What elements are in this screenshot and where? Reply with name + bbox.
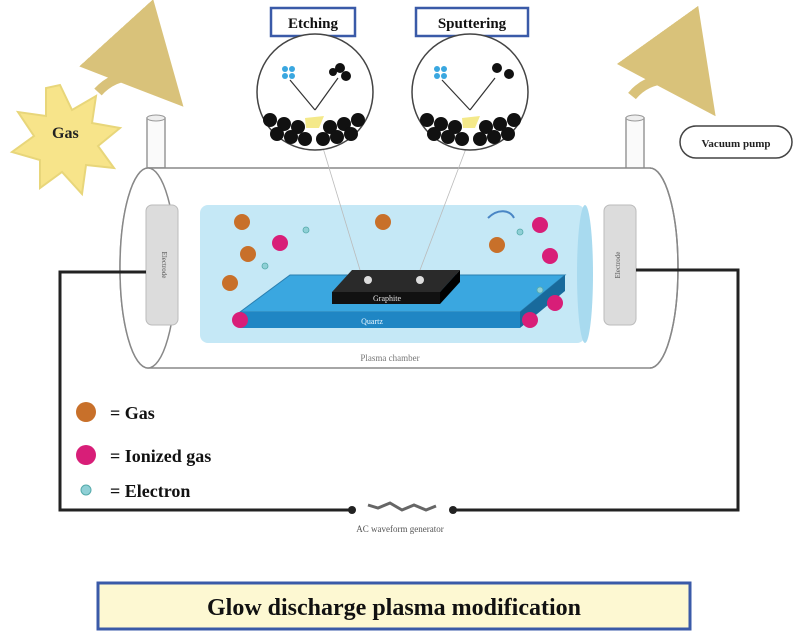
- title-frame: [96, 581, 692, 631]
- gas-source: Gas: [9, 0, 184, 197]
- right-wire: [455, 268, 740, 512]
- vacuum-pump-label: Vacuum pump: [702, 138, 771, 150]
- ac-generator-label: AC waveform generator: [356, 524, 443, 534]
- left-electrode-label: Electrode: [160, 252, 168, 279]
- gas-arrow-icon: [79, 0, 184, 107]
- gas-inlet-tube: [146, 117, 166, 169]
- etching-label: Etching: [288, 16, 339, 32]
- vacuum-pump-box: [679, 125, 793, 159]
- legend-ionized-icon: [76, 445, 96, 465]
- ac-generator-icon: [367, 501, 437, 512]
- ionized-gas-particles: [232, 217, 563, 328]
- sun-burst-icon: [9, 83, 123, 197]
- gas-particles: [222, 214, 505, 291]
- right-electrode: [603, 204, 637, 326]
- gas-source-label: Gas: [52, 125, 79, 142]
- legend-gas-text: = Gas: [110, 403, 155, 423]
- left-wire: [58, 270, 350, 512]
- etching-box: [269, 6, 357, 38]
- left-electrode: [145, 204, 179, 326]
- legend-gas-icon: [76, 402, 96, 422]
- legend: = Gas = Ionized gas = Electron: [76, 402, 211, 501]
- etching-callout: Etching: [256, 6, 374, 151]
- graphite-block: [332, 270, 460, 292]
- title-box: Glow discharge plasma modification: [96, 581, 692, 631]
- sputtering-callout: Sputtering: [411, 6, 530, 151]
- legend-electron-text: = Electron: [110, 481, 190, 501]
- quartz-label: Quartz: [361, 317, 383, 326]
- plasma-chamber-label: Plasma chamber: [360, 353, 419, 363]
- vacuum-outlet-tube: [625, 117, 645, 171]
- right-electrode-label: Electrode: [614, 252, 622, 279]
- vacuum-arrow-icon: [616, 5, 716, 117]
- sputtering-label: Sputtering: [438, 16, 507, 32]
- legend-ionized-text: = Ionized gas: [110, 446, 211, 466]
- legend-electron-icon: [80, 484, 92, 496]
- plasma-chamber: Electrode Electrode Quartz Graphite: [119, 137, 679, 369]
- graphite-label: Graphite: [373, 294, 401, 303]
- circuit-wires: [58, 268, 740, 512]
- page-title: Glow discharge plasma modification: [207, 595, 581, 621]
- electron-particles: [261, 226, 544, 294]
- sputtering-box: [414, 6, 530, 38]
